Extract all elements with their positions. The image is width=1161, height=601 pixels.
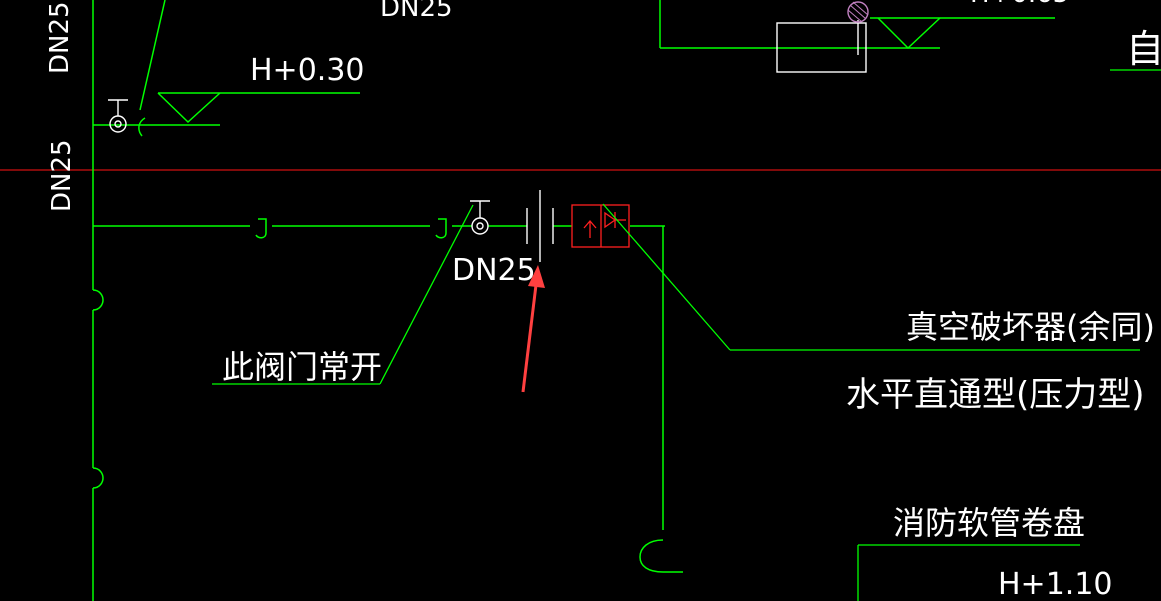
pointer-arrow-icon bbox=[521, 265, 545, 393]
vacuum-breaker-icon bbox=[571, 204, 630, 248]
elevation-label-110: H+1.10 bbox=[998, 567, 1113, 601]
main-valve-icon bbox=[470, 200, 490, 235]
elevation-marker-030 bbox=[157, 92, 360, 124]
elevation-label-top-right: H+0.65 bbox=[970, 0, 1069, 9]
top-right-partial-label: 自 bbox=[1126, 27, 1161, 71]
dn25-label-left-top: DN25 bbox=[45, 1, 75, 74]
left-riser-pipe bbox=[92, 0, 104, 601]
upper-branch-pipe bbox=[93, 0, 220, 137]
vacuum-breaker-note: 真空破坏器(余同) bbox=[906, 308, 1155, 346]
leader-lines bbox=[212, 69, 1161, 601]
dn25-label-valve: DN25 bbox=[452, 253, 536, 288]
valve-open-note: 此阀门常开 bbox=[222, 348, 382, 386]
main-branch-pipe bbox=[93, 218, 683, 573]
dn25-label-left-mid: DN25 bbox=[47, 139, 77, 212]
union-fitting-icon bbox=[526, 190, 554, 262]
dn25-label-top: DN25 bbox=[380, 0, 453, 23]
upper-valve-icon bbox=[108, 99, 128, 133]
elevation-label-030: H+0.30 bbox=[250, 53, 365, 88]
top-right-equipment bbox=[659, 0, 1055, 73]
vacuum-breaker-type-note: 水平直通型(压力型) bbox=[846, 375, 1145, 415]
hose-reel-note: 消防软管卷盘 bbox=[893, 504, 1085, 542]
